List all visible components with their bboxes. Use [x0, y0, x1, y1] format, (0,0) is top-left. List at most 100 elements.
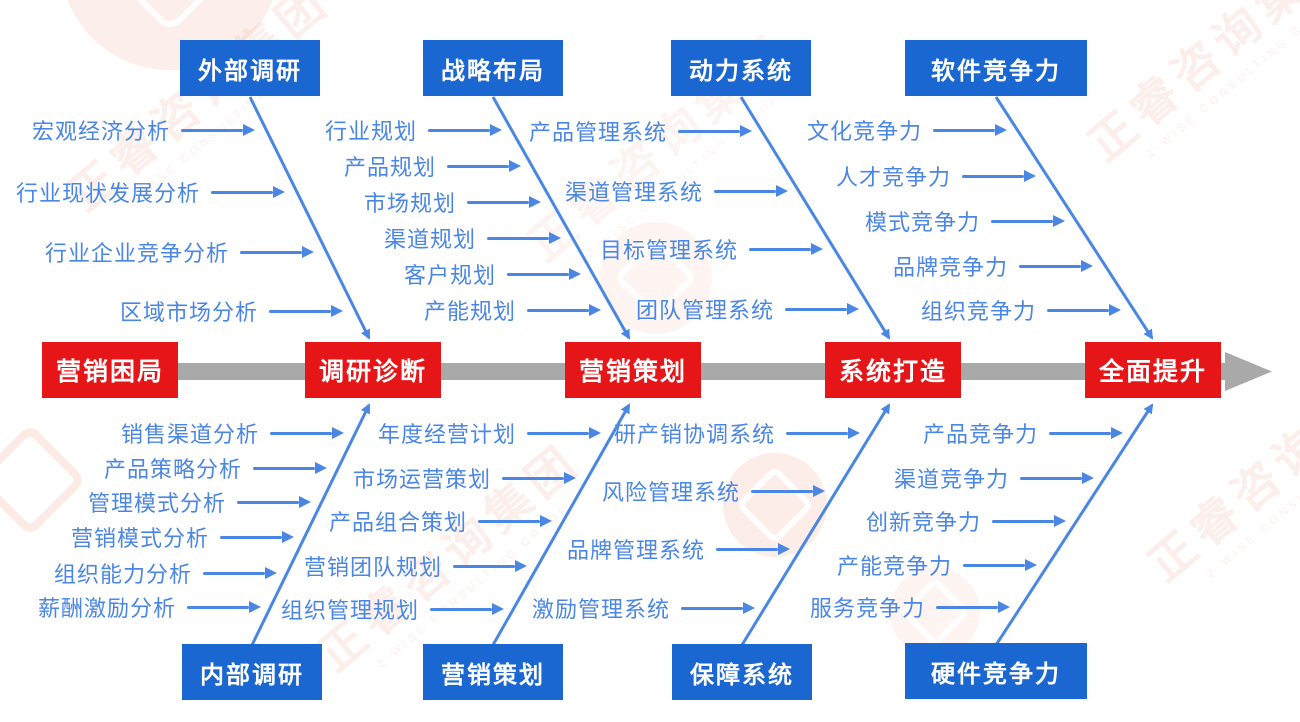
branch-item-label: 组织能力分析 [53, 562, 192, 587]
top-category-box-1: 外部调研 [180, 40, 320, 96]
branch-item: 目标管理系统 [600, 234, 823, 264]
arrow-right-icon [270, 427, 344, 439]
branch-item: 区域市场分析 [120, 296, 343, 326]
top-category-box-4: 软件竞争力 [905, 40, 1087, 96]
branch-item: 服务竞争力 [810, 592, 1010, 622]
arrow-right-icon [1019, 260, 1093, 272]
branch-item: 行业现状发展分析 [16, 177, 285, 207]
arrow-right-icon [678, 125, 752, 137]
branch-item: 研产销协调系统 [614, 418, 860, 448]
branch-item: 产品组合策划 [329, 506, 552, 536]
branch-item-label: 产能竞争力 [836, 554, 952, 579]
arrow-right-icon [527, 304, 601, 316]
arrow-right-icon [992, 515, 1066, 527]
branch-item-label: 宏观经济分析 [31, 119, 170, 144]
branch-item: 行业规划 [325, 115, 502, 145]
branch-item-label: 渠道管理系统 [564, 180, 703, 205]
bottom-category-box-3: 保障系统 [672, 644, 812, 700]
branch-item-label: 产能规划 [423, 299, 516, 324]
branch-item-label: 产品组合策划 [328, 510, 467, 535]
branch-item-label: 激励管理系统 [531, 597, 670, 622]
arrow-right-icon [428, 124, 502, 136]
branch-item: 渠道规划 [384, 223, 561, 253]
branch-item: 营销模式分析 [71, 522, 294, 552]
branch-item-label: 行业规划 [324, 119, 417, 144]
arrow-right-icon [1047, 304, 1121, 316]
arrow-right-icon [963, 559, 1037, 571]
branch-item-label: 组织管理规划 [280, 598, 419, 623]
bottom-category-box-2: 营销策划 [423, 644, 563, 700]
top-category-box-3: 动力系统 [671, 40, 811, 96]
arrow-right-icon [220, 531, 294, 543]
arrow-right-icon [1020, 472, 1094, 484]
branch-item-label: 区域市场分析 [119, 300, 258, 325]
branch-item: 营销团队规划 [304, 551, 527, 581]
arrow-right-icon [453, 560, 527, 572]
top-category-box-2: 战略布局 [423, 40, 563, 96]
bottom-category-box-4: 硬件竞争力 [905, 643, 1087, 699]
branch-item-label: 团队管理系统 [635, 298, 774, 323]
branch-item-label: 产品策略分析 [103, 457, 242, 482]
arrow-right-icon [751, 485, 825, 497]
branch-item: 行业企业竞争分析 [45, 237, 314, 267]
arrow-right-icon [962, 170, 1036, 182]
branch-item: 市场运营策划 [353, 463, 576, 493]
branch-item-label: 品牌管理系统 [566, 538, 705, 563]
branch-item-label: 行业企业竞争分析 [44, 241, 229, 266]
arrow-right-icon [786, 427, 860, 439]
branch-item: 产品竞争力 [923, 418, 1123, 448]
branch-item-label: 风险管理系统 [601, 480, 740, 505]
branch-item: 组织能力分析 [54, 558, 277, 588]
top-bones [248, 96, 1154, 340]
branch-item: 团队管理系统 [636, 294, 859, 324]
arrow-right-icon [714, 185, 788, 197]
arrow-right-icon [1049, 427, 1123, 439]
branch-item: 创新竞争力 [866, 506, 1066, 536]
branch-item: 市场规划 [364, 187, 541, 217]
branch-item: 管理模式分析 [88, 487, 311, 517]
branch-item-label: 组织竞争力 [920, 299, 1036, 324]
branch-item: 年度经营计划 [378, 418, 601, 448]
arrow-right-icon [991, 215, 1065, 227]
arrow-right-icon [936, 601, 1010, 613]
arrow-right-icon [203, 567, 277, 579]
branch-item-label: 营销团队规划 [303, 555, 442, 580]
arrow-right-icon [785, 303, 859, 315]
branch-item-label: 品牌竞争力 [892, 255, 1008, 280]
arrow-right-icon [447, 160, 521, 172]
bottom-category-box-1: 内部调研 [182, 644, 322, 700]
stage-box-4: 系统打造 [825, 342, 961, 398]
branch-item-label: 市场规划 [363, 191, 456, 216]
branch-item-label: 产品竞争力 [922, 422, 1038, 447]
branch-item: 销售渠道分析 [121, 418, 344, 448]
branch-item-label: 目标管理系统 [599, 238, 738, 263]
arrow-right-icon [467, 196, 541, 208]
arrow-right-icon [269, 305, 343, 317]
arrow-right-icon [681, 602, 755, 614]
branch-item: 产能竞争力 [837, 550, 1037, 580]
branch-item-label: 模式竞争力 [864, 210, 980, 235]
branch-item: 文化竞争力 [807, 115, 1007, 145]
branch-item-label: 创新竞争力 [865, 510, 981, 535]
stage-box-2: 调研诊断 [305, 342, 441, 398]
branch-item-label: 渠道规划 [383, 227, 476, 252]
arrow-right-icon [430, 603, 504, 615]
branch-item: 品牌竞争力 [893, 251, 1093, 281]
branch-item: 薪酬激励分析 [38, 592, 261, 622]
branch-item-label: 客户规划 [403, 263, 496, 288]
arrow-right-icon [716, 543, 790, 555]
arrow-right-icon [478, 515, 552, 527]
branch-item: 风险管理系统 [602, 476, 825, 506]
arrow-right-icon [237, 496, 311, 508]
branch-item: 产品规划 [344, 151, 521, 181]
branch-item: 渠道管理系统 [565, 176, 788, 206]
stage-box-3: 营销策划 [565, 342, 701, 398]
branch-item-label: 服务竞争力 [809, 596, 925, 621]
branch-item-label: 研产销协调系统 [613, 422, 775, 447]
branch-item-label: 文化竞争力 [806, 119, 922, 144]
arrow-right-icon [502, 472, 576, 484]
branch-item-label: 管理模式分析 [87, 491, 226, 516]
arrow-right-icon [211, 186, 285, 198]
branch-item-label: 产品管理系统 [528, 120, 667, 145]
